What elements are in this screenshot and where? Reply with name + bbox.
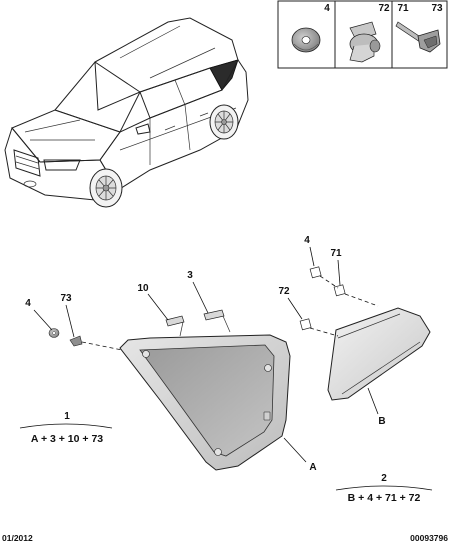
callout-3: 3 [187,270,193,281]
washer-part-icon [291,27,321,53]
callout-4-a: 4 [25,298,31,309]
formula-2: 2 B + 4 + 71 + 72 [335,473,433,504]
push-clip-part-icon [349,21,381,63]
part-71-icon [333,284,346,297]
formula-2-number: 2 [381,473,387,484]
callout-73-a: 73 [60,293,72,304]
rear-wheel [209,104,239,140]
header-label-72: 72 [378,3,390,14]
callout-71: 71 [330,248,342,259]
front-wheel [89,168,123,208]
window-a-assembly: 4 73 10 3 A [25,270,316,473]
header-label-73: 73 [431,3,443,14]
rivet-73-small-icon [69,335,83,347]
formula-1: 1 A + 3 + 10 + 73 [19,411,113,445]
callout-b: B [378,416,385,427]
callout-4-b: 4 [304,235,310,246]
window-b-assembly: 4 71 72 B [278,235,431,427]
callout-10: 10 [137,283,149,294]
footer-date: 01/2012 [2,533,33,543]
callout-a: A [309,462,316,473]
rear-quarter-window-marker [209,59,239,91]
washer-4-small-icon [48,328,60,338]
part-72-icon [299,318,312,331]
formula-1-text: A + 3 + 10 + 73 [31,433,103,445]
formula-1-number: 1 [64,411,70,422]
car-illustration [4,17,249,208]
part-4-b-icon [309,266,322,279]
trim-strip-3 [203,309,225,321]
callout-72: 72 [278,286,290,297]
screw-rivet-part-icon [395,21,441,53]
header-parts-box: 4 72 71 73 [277,0,448,69]
header-label-4: 4 [324,3,330,14]
header-label-71: 71 [397,3,409,14]
trim-strip-10 [165,315,185,327]
window-a-glass [139,344,275,457]
formula-2-text: B + 4 + 71 + 72 [348,492,421,504]
footer-reference: 00093796 [410,533,448,543]
window-b-glass [327,307,431,401]
